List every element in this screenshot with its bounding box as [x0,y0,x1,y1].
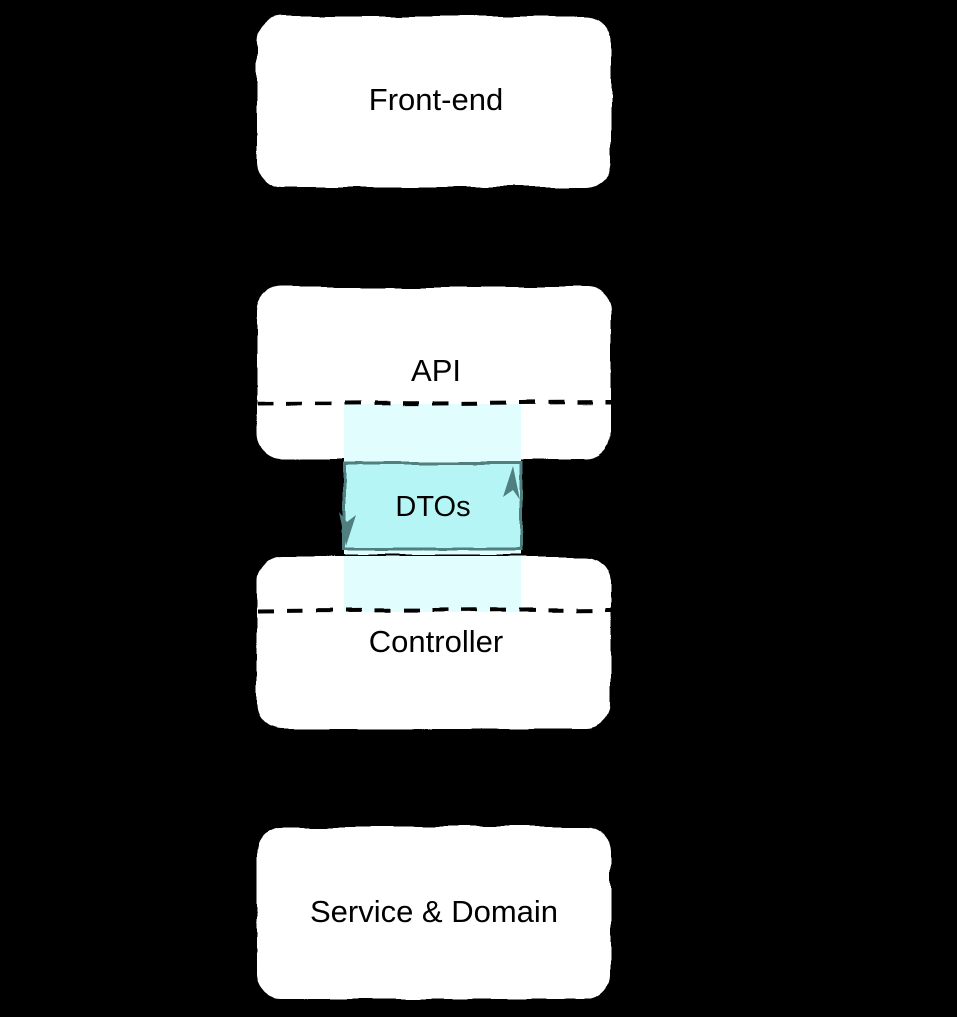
dto-connector[interactable]: DTOs [339,461,523,551]
dto-band-lower [344,556,521,612]
dto-connector-label: DTOs [395,491,470,523]
layer-controller-divider [257,607,613,613]
layer-controller-label: Controller [369,624,503,659]
layer-service-domain-box[interactable] [255,825,613,1001]
layer-frontend-box[interactable] [255,15,613,189]
layer-api-content: API [257,353,613,406]
dto-connector-box[interactable] [342,461,523,551]
layer-api-divider [257,400,613,406]
layer-controller-content: Controller [257,607,613,659]
layer-frontend[interactable]: Front-end [255,15,613,189]
arrow-up-icon [503,466,520,500]
layer-api-label: API [411,353,461,388]
layer-frontend-label: Front-end [369,82,503,117]
arrow-down-icon [339,512,356,546]
dto-band-upper [344,404,521,462]
layer-service-domain-label: Service & Domain [310,894,558,929]
layer-service-domain[interactable]: Service & Domain [255,825,613,1001]
